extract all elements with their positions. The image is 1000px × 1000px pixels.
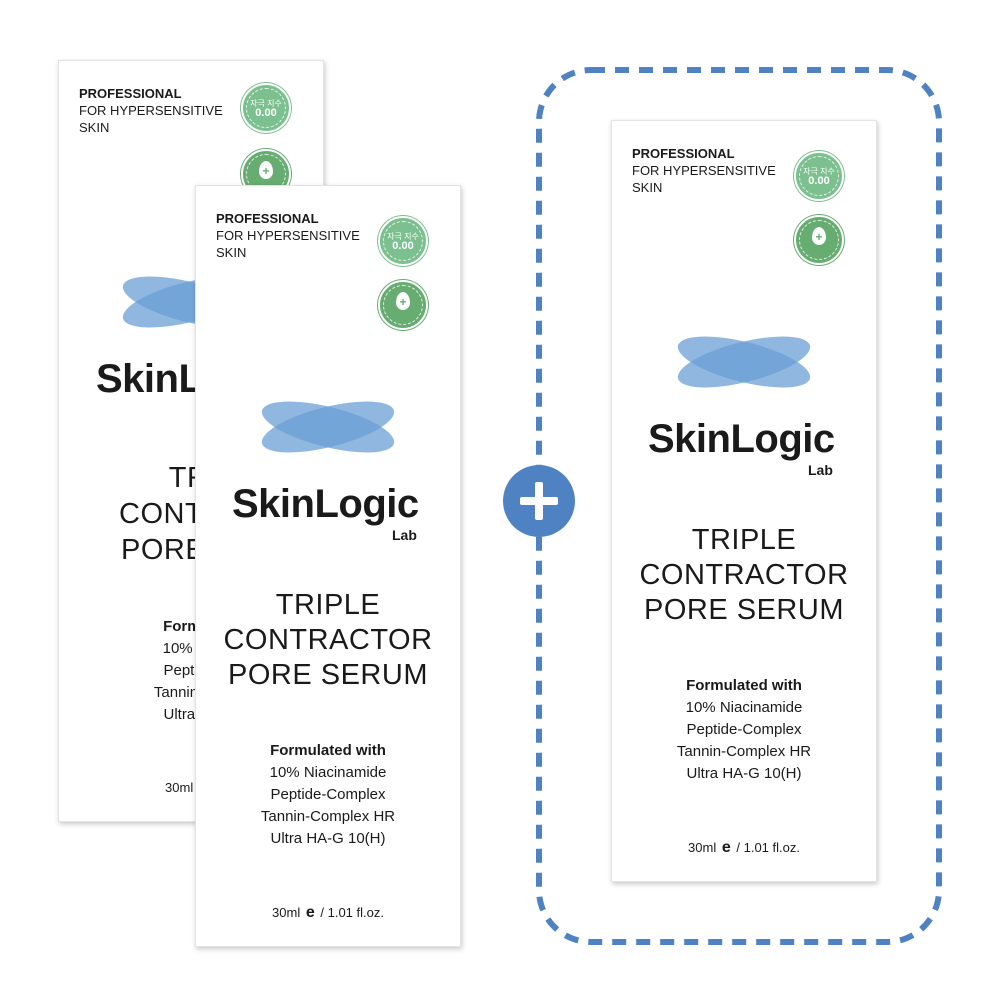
ingredient-1: 10% Niacinamide <box>685 699 803 716</box>
brand-sub: Lab <box>392 527 417 543</box>
irritation-index-badge-icon: 자극 지수 0.00 <box>794 151 844 201</box>
header-skin: SKIN <box>632 180 663 195</box>
volume-line: 30ml e / 1.01 fl.oz. <box>612 839 876 857</box>
plus-icon <box>503 465 575 537</box>
volume-oz: / 1.01 fl.oz. <box>736 840 800 855</box>
ingredient-4: Ultra HA-G 10(H) <box>270 830 386 847</box>
product-box-single: PROFESSIONAL FOR HYPERSENSITIVE SKIN 자극 … <box>611 120 877 882</box>
badge-irritation-value: 0.00 <box>808 175 830 187</box>
formulated-block: Formulated with 10% Niacinamide Peptide-… <box>196 740 460 850</box>
header-skin: SKIN <box>79 120 110 135</box>
ingredient-3: Tannin-Complex HR <box>260 808 396 825</box>
brand-name: SkinLogic <box>232 482 419 526</box>
product-box-front: PROFESSIONAL FOR HYPERSENSITIVE SKIN 자극 … <box>195 185 461 947</box>
formulated-heading: Formulated with <box>270 742 386 759</box>
crossed-ellipses-logo-icon <box>677 336 811 388</box>
title-line2: CONTRACTOR <box>223 624 433 656</box>
clinically-tested-badge-icon: + <box>794 215 844 265</box>
estimate-mark-icon: e <box>305 904 315 921</box>
irritation-index-badge-icon: 자극 지수 0.00 <box>378 216 428 266</box>
title-line1: TRIPLE <box>275 589 381 621</box>
box-header: PROFESSIONAL FOR HYPERSENSITIVE SKIN <box>216 210 360 261</box>
header-hypersensitive: FOR HYPERSENSITIVE <box>79 103 223 118</box>
brand-name: SkinLogic <box>648 417 835 461</box>
crossed-ellipses-logo-icon <box>261 401 395 453</box>
header-hypersensitive: FOR HYPERSENSITIVE <box>632 163 776 178</box>
badge-irritation-value: 0.00 <box>392 240 414 252</box>
header-professional: PROFESSIONAL <box>216 211 319 226</box>
badge-irritation-value: 0.00 <box>255 107 277 119</box>
title-line3: PORE SERUM <box>228 659 428 691</box>
ingredient-4: Ultra HA-G 10(H) <box>686 765 802 782</box>
badge-irritation-label: 자극 지수 <box>387 232 419 241</box>
ingredient-3: Tannin-Complex HR <box>676 743 812 760</box>
ingredient-1: 10% Niacinamide <box>269 764 387 781</box>
badge-irritation-label: 자극 지수 <box>250 99 282 108</box>
dashed-highlight-frame <box>536 67 942 945</box>
irritation-index-badge-icon: 자극 지수 0.00 <box>241 83 291 133</box>
brand-sub: Lab <box>808 462 833 478</box>
box-header: PROFESSIONAL FOR HYPERSENSITIVE SKIN <box>79 85 223 136</box>
badge-irritation-label: 자극 지수 <box>803 167 835 176</box>
header-professional: PROFESSIONAL <box>632 146 735 161</box>
volume-ml: 30ml <box>688 840 717 855</box>
formulated-block: Formulated with 10% Niacinamide Peptide-… <box>612 675 876 785</box>
title-line2: CONTRACTOR <box>639 559 849 591</box>
volume-ml: 30ml <box>165 780 194 795</box>
volume-oz: / 1.01 fl.oz. <box>320 905 384 920</box>
ingredient-2: Peptide-Complex <box>270 786 386 803</box>
header-professional: PROFESSIONAL <box>79 86 182 101</box>
estimate-mark-icon: e <box>721 839 731 856</box>
box-header: PROFESSIONAL FOR HYPERSENSITIVE SKIN <box>632 145 776 196</box>
ingredient-2: Peptide-Complex <box>686 721 802 738</box>
header-hypersensitive: FOR HYPERSENSITIVE <box>216 228 360 243</box>
title-line1: TRIPLE <box>691 524 797 556</box>
title-line3: PORE SERUM <box>644 594 844 626</box>
volume-ml: 30ml <box>272 905 301 920</box>
volume-line: 30ml e / 1.01 fl.oz. <box>196 904 460 922</box>
clinically-tested-badge-icon: + <box>378 280 428 330</box>
header-skin: SKIN <box>216 245 247 260</box>
formulated-heading: Formulated with <box>686 677 802 694</box>
